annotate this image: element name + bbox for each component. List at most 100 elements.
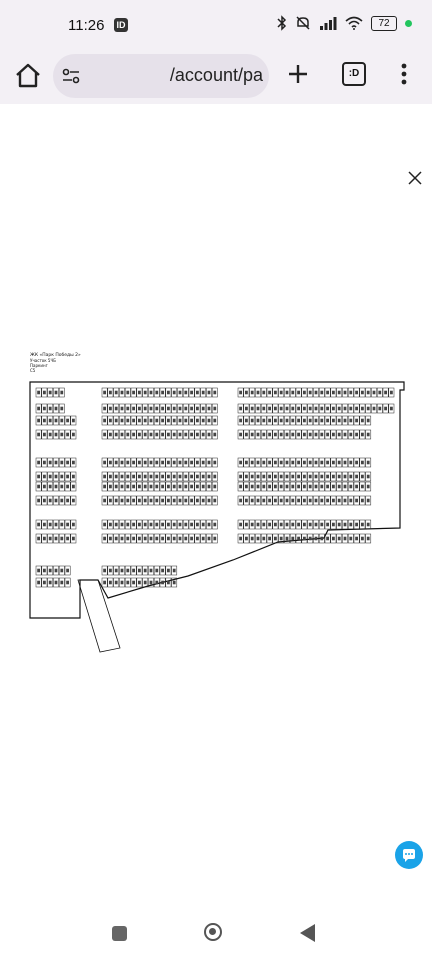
parking-stall — [171, 387, 178, 398]
parking-stall — [107, 533, 114, 544]
car-symbol — [337, 474, 341, 479]
car-symbol — [314, 536, 318, 541]
parking-stall — [243, 471, 250, 482]
parking-stall — [295, 519, 302, 530]
car-symbol — [109, 432, 112, 437]
parking-stall — [47, 533, 54, 544]
car-symbol — [72, 536, 75, 541]
parking-stall — [194, 387, 201, 398]
car-symbol — [308, 460, 312, 465]
parking-stall — [64, 519, 71, 530]
parking-stall — [200, 533, 207, 544]
parking-stall — [119, 471, 125, 482]
car-symbol — [161, 418, 164, 423]
parking-stall — [130, 481, 137, 492]
car-symbol — [132, 484, 135, 489]
parking-stall — [165, 565, 172, 576]
car-symbol — [114, 390, 118, 395]
parking-stall — [313, 403, 319, 414]
car-symbol — [207, 484, 211, 489]
car-symbol — [256, 474, 260, 479]
parking-stall — [171, 471, 178, 482]
app-notification-icon: ID — [114, 18, 128, 32]
car-symbol — [190, 460, 193, 465]
car-symbol — [332, 474, 335, 479]
parking-stall — [318, 387, 325, 398]
parking-stall — [342, 533, 348, 544]
parking-stall — [365, 495, 372, 506]
more-menu-icon[interactable] — [398, 60, 410, 88]
car-symbol — [349, 406, 353, 411]
car-symbol — [349, 474, 353, 479]
parking-stall — [318, 403, 325, 414]
car-symbol — [167, 484, 170, 489]
parking-stall — [53, 387, 59, 398]
address-bar[interactable]: /account/pa — [53, 54, 269, 98]
car-symbol — [279, 390, 283, 395]
new-tab-icon[interactable] — [286, 62, 310, 86]
car-symbol — [126, 580, 130, 585]
home-nav-icon[interactable] — [204, 923, 222, 941]
parking-stall — [336, 533, 343, 544]
parking-stall — [200, 403, 207, 414]
parking-stall — [272, 457, 279, 468]
image-viewer: ЖК «Парк Победы 2» Участок 5ЧБ Паркинг С… — [0, 104, 432, 904]
car-symbol — [103, 390, 106, 395]
car-symbol — [172, 418, 176, 423]
parking-stall — [182, 533, 189, 544]
tab-switcher-button[interactable]: :D — [342, 62, 366, 86]
car-symbol — [54, 474, 58, 479]
parking-stall — [324, 403, 331, 414]
car-symbol — [207, 498, 211, 503]
parking-stall — [41, 403, 48, 414]
car-symbol — [72, 460, 75, 465]
car-symbol — [196, 432, 199, 437]
car-symbol — [178, 536, 182, 541]
parking-stall — [307, 457, 314, 468]
close-icon[interactable] — [407, 170, 423, 186]
car-symbol — [172, 568, 176, 573]
parking-stall — [177, 481, 183, 492]
home-icon[interactable] — [12, 60, 44, 92]
back-icon[interactable] — [300, 924, 315, 942]
parking-stall — [249, 495, 256, 506]
parking-stall — [148, 403, 154, 414]
car-symbol — [314, 432, 318, 437]
parking-stall — [41, 387, 48, 398]
site-settings-icon[interactable] — [61, 66, 81, 86]
parking-stall — [142, 403, 149, 414]
parking-stall — [101, 457, 108, 468]
recents-icon[interactable] — [112, 926, 127, 941]
parking-stall — [278, 429, 285, 440]
car-symbol — [43, 536, 46, 541]
car-symbol — [184, 406, 188, 411]
parking-stall — [284, 471, 290, 482]
parking-stall — [35, 403, 42, 414]
car-symbol — [120, 474, 124, 479]
car-symbol — [332, 522, 335, 527]
parking-stall — [359, 471, 366, 482]
car-symbol — [245, 418, 248, 423]
car-symbol — [155, 390, 159, 395]
parking-stall — [194, 533, 201, 544]
car-symbol — [245, 522, 248, 527]
car-symbol — [149, 406, 153, 411]
parking-stall — [136, 457, 143, 468]
car-symbol — [262, 484, 266, 489]
car-symbol — [66, 432, 69, 437]
parking-stall — [194, 481, 201, 492]
chat-button[interactable] — [395, 841, 423, 869]
parking-stall — [159, 495, 166, 506]
url-text[interactable]: /account/pa — [169, 65, 263, 85]
parking-stall — [255, 387, 261, 398]
parking-stall — [119, 403, 125, 414]
car-symbol — [274, 522, 277, 527]
parking-stall — [324, 429, 331, 440]
car-symbol — [54, 460, 58, 465]
parking-stall — [130, 415, 137, 426]
car-symbol — [308, 522, 312, 527]
car-symbol — [149, 498, 153, 503]
car-symbol — [190, 406, 193, 411]
parking-stall — [249, 533, 256, 544]
car-symbol — [172, 474, 176, 479]
